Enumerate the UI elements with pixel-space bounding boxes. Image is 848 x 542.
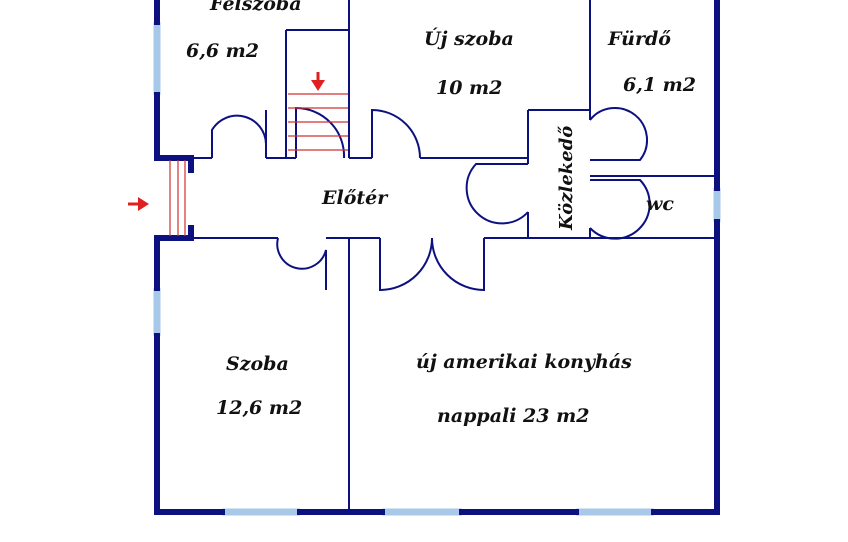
felszoba-area: 6,6 m2	[186, 40, 259, 62]
door-nappali-left	[379, 237, 433, 292]
door-felszoba	[211, 114, 267, 158]
eloter-name: Előtér	[321, 187, 389, 209]
stair-arrow-head	[311, 80, 325, 91]
felszoba-name: Felszoba	[209, 0, 302, 15]
entrance-steps	[169, 160, 186, 236]
kozlekedo-name: Közlekedő	[556, 126, 577, 231]
outer-walls	[154, 0, 720, 515]
stair-arrow-icon	[311, 72, 325, 91]
szoba-name: Szoba	[226, 353, 289, 375]
uj-szoba-name: Új szoba	[424, 27, 514, 50]
interior-walls	[191, 0, 717, 512]
wc-name: wc	[646, 193, 674, 215]
doors	[211, 106, 651, 292]
nappali-area: nappali 23 m2	[437, 405, 589, 427]
door-wc	[589, 179, 651, 240]
door-nappali-right	[431, 237, 485, 292]
szoba-area: 12,6 m2	[216, 397, 302, 419]
nappali-name: új amerikai konyhás	[416, 351, 632, 373]
room-labels: Felszoba 6,6 m2 Új szoba 10 m2 Fürdő 6,1…	[186, 0, 696, 427]
uj-szoba-area: 10 m2	[436, 77, 502, 99]
entrance-arrow-icon	[128, 197, 149, 211]
door-uj-szoba	[371, 108, 421, 159]
door-szoba	[276, 237, 327, 290]
entrance-arrow-head	[138, 197, 149, 211]
door-kozlekedo-left	[465, 163, 529, 225]
furdo-name: Fürdő	[607, 28, 671, 50]
stair-treads	[288, 93, 348, 151]
windows	[153, 22, 721, 516]
door-kozlekedo-top	[589, 107, 648, 161]
furdo-area: 6,1 m2	[623, 74, 696, 96]
